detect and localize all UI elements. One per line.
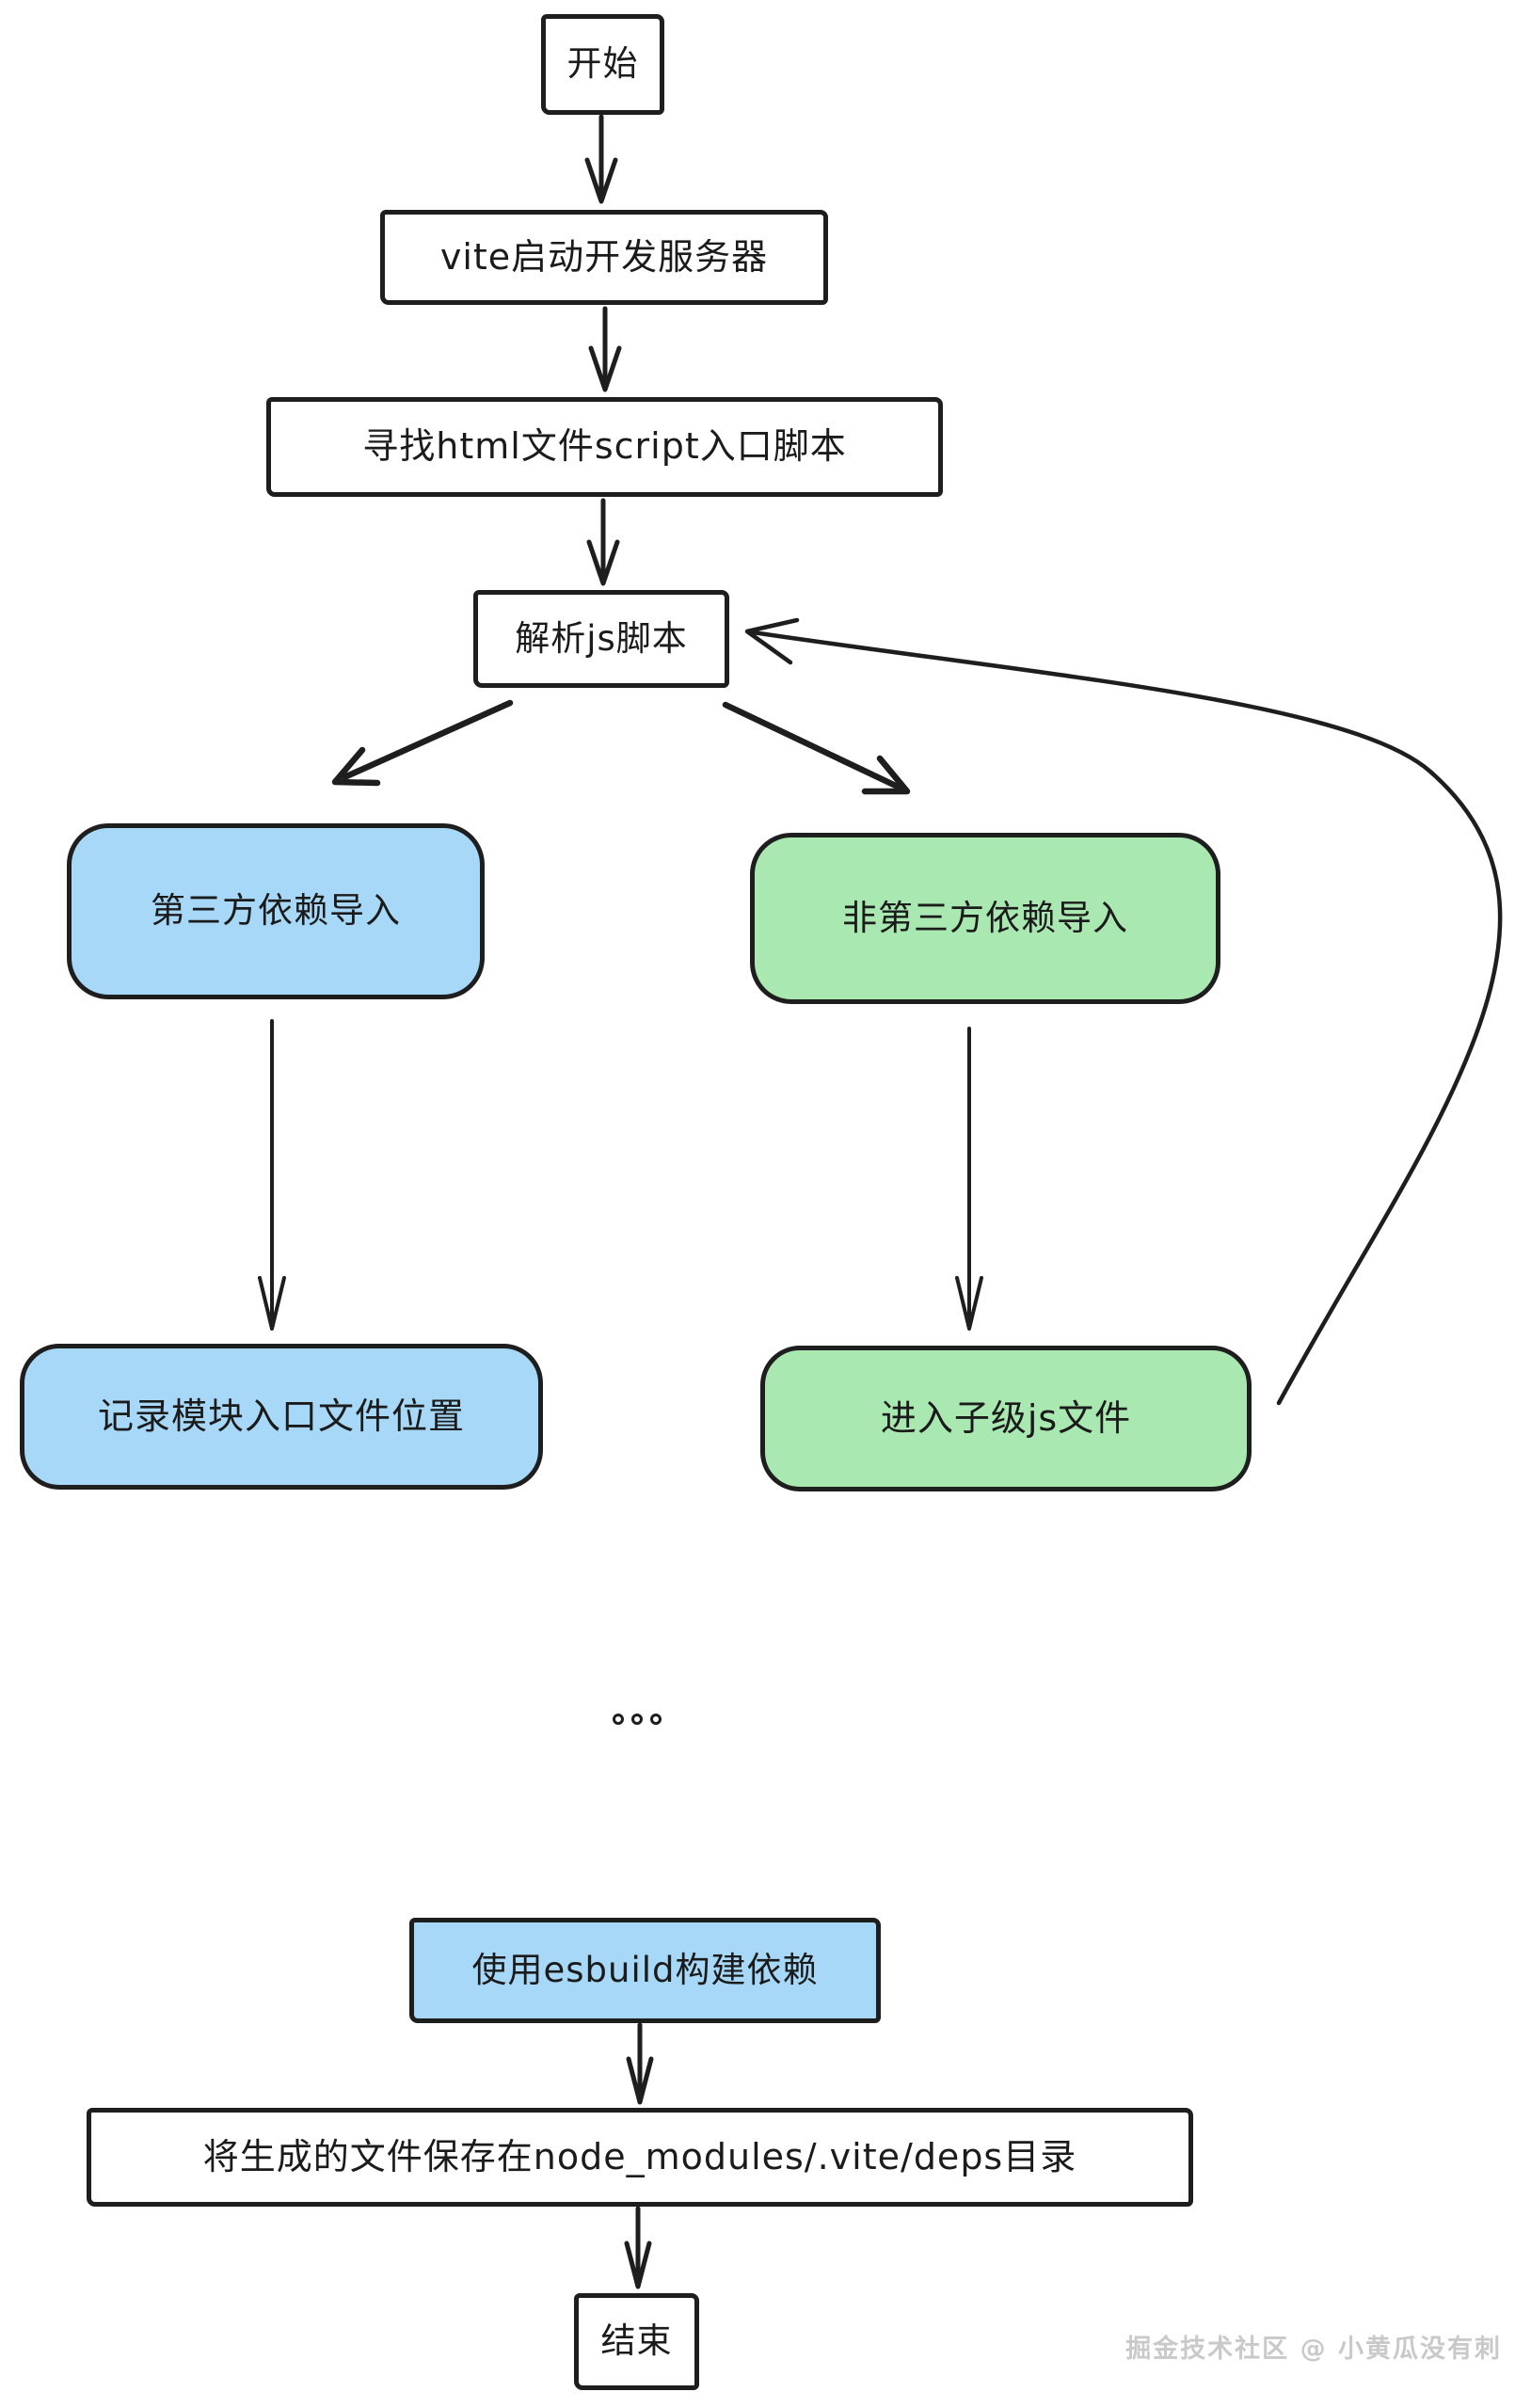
node-record-entry-label: 记录模块入口文件位置	[97, 1395, 465, 1437]
node-find-entry: 寻找html文件script入口脚本	[266, 397, 943, 497]
arrow-parse-js-to-third-party	[331, 699, 514, 787]
node-end: 结束	[574, 2293, 699, 2390]
node-start: 开始	[541, 14, 664, 115]
node-esbuild: 使用esbuild构建依赖	[409, 1918, 881, 2023]
node-record-entry: 记录模块入口文件位置	[20, 1344, 543, 1490]
node-find-entry-label: 寻找html文件script入口脚本	[362, 425, 847, 468]
node-non-third-party-label: 非第三方依赖导入	[842, 897, 1128, 938]
node-vite-server: vite启动开发服务器	[380, 210, 828, 305]
node-child-js-label: 进入子级js文件	[880, 1396, 1132, 1439]
dot-icon	[631, 1714, 643, 1725]
arrow-third-party-to-record-entry	[258, 1019, 286, 1331]
arrow-save-deps-to-end	[624, 2206, 652, 2289]
node-end-label: 结束	[600, 2320, 673, 2362]
dot-icon	[613, 1714, 624, 1725]
arrow-esbuild-to-save-deps	[626, 2022, 654, 2105]
node-parse-js-label: 解析js脚本	[515, 617, 688, 659]
node-child-js: 进入子级js文件	[760, 1346, 1252, 1491]
node-esbuild-label: 使用esbuild构建依赖	[471, 1949, 819, 1990]
arrow-parse-js-to-non-third-party	[722, 701, 911, 795]
arrow-child-js-return-to-parse-js	[744, 617, 1503, 1406]
node-vite-server-label: vite启动开发服务器	[439, 235, 769, 278]
arrow-non-third-party-to-child-js	[955, 1027, 983, 1331]
node-save-deps-label: 将生成的文件保存在node_modules/.vite/deps目录	[202, 2135, 1077, 2177]
node-parse-js: 解析js脚本	[473, 590, 729, 688]
node-start-label: 开始	[566, 43, 639, 85]
node-save-deps: 将生成的文件保存在node_modules/.vite/deps目录	[87, 2108, 1193, 2207]
arrow-vite-to-find-entry	[588, 306, 622, 392]
arrow-start-to-vite	[584, 114, 618, 204]
watermark: 掘金技术社区 @ 小黄瓜没有刺	[1125, 2335, 1502, 2364]
ellipsis-dots-icon	[613, 1714, 662, 1725]
node-third-party: 第三方依赖导入	[67, 823, 485, 999]
node-third-party-label: 第三方依赖导入	[151, 890, 401, 932]
arrow-find-entry-to-parse-js	[586, 498, 620, 586]
dot-icon	[650, 1714, 662, 1725]
node-non-third-party: 非第三方依赖导入	[750, 833, 1220, 1004]
